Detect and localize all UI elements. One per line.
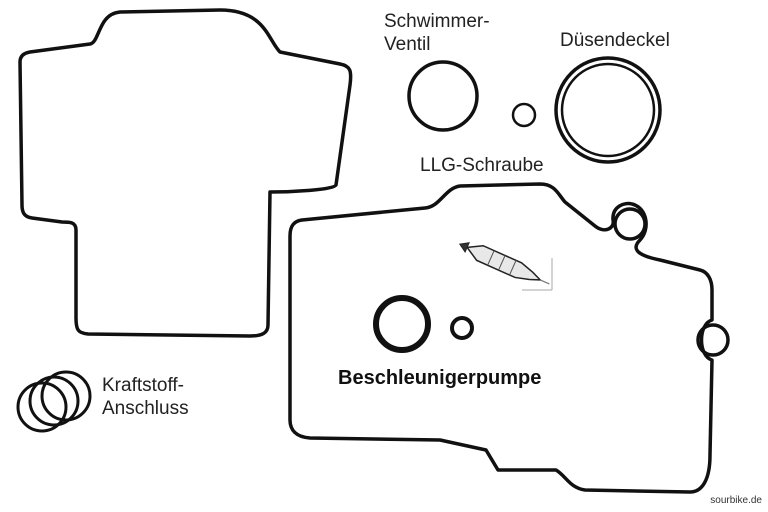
gasket-loop-right — [696, 323, 730, 357]
llg-schraube-ring — [511, 102, 537, 128]
label-schwimmer-ventil-line2: Ventil — [384, 34, 431, 55]
gasket-loop-top — [613, 207, 647, 241]
label-schwimmer-ventil-line1: Schwimmer- — [384, 11, 490, 32]
duesendeckel-outer-ring — [554, 56, 662, 164]
duesendeckel-inner-ring — [560, 62, 656, 158]
fuel-ring-3 — [40, 370, 92, 422]
label-kraftstoff-line1: Kraftstoff- — [102, 375, 185, 396]
label-beschleunigerpumpe: Beschleunigerpumpe — [338, 367, 542, 389]
fuel-ring-2 — [28, 375, 80, 427]
label-llg-schraube: LLG-Schraube — [420, 155, 544, 176]
schwimmer-ventil-ring — [407, 60, 479, 132]
pump-ring-large — [373, 295, 431, 353]
float-bowl-gasket — [18, 8, 353, 338]
pump-cover-gasket — [288, 182, 714, 494]
watermark: sourbike.de — [710, 495, 762, 506]
pump-ring-small — [450, 316, 474, 340]
fuel-ring-1 — [16, 381, 68, 433]
label-kraftstoff-line2: Anschluss — [102, 398, 189, 419]
label-duesendeckel: Düsendeckel — [560, 30, 670, 51]
float-needle-valve — [458, 242, 550, 285]
